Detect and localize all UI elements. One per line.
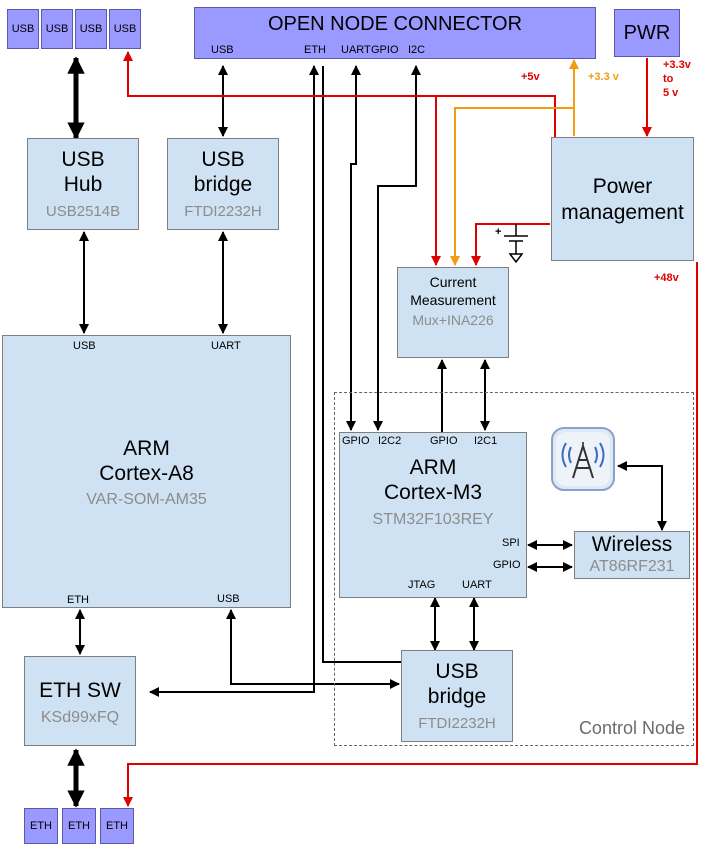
open-node-connector: OPEN NODE CONNECTOR USB ETH UART GPIO I2…: [194, 7, 596, 59]
pwr-connector: PWR: [614, 9, 680, 57]
usb-port-label: USB: [45, 23, 69, 35]
wireless-title: Wireless: [591, 533, 673, 556]
onc-pin-gpio: GPIO: [371, 44, 399, 56]
usb-hub-block: USB Hub USB2514B: [27, 138, 139, 230]
cortex-m3-part: STM32F103REY: [372, 511, 494, 528]
onc-gpio-m3-link: [346, 65, 361, 431]
eth-switch-block: ETH SW KSd99xFQ: [24, 656, 136, 746]
onc-uart-bridge-link: [322, 66, 402, 663]
onc-title: OPEN NODE CONNECTOR: [267, 13, 523, 35]
usb-bridge-bottom-part: FTDI2232H: [418, 715, 496, 732]
cortex-a8-title: ARM Cortex-A8: [99, 437, 194, 485]
battery-symbol: [504, 224, 528, 264]
cortex-m3-title: ARM Cortex-M3: [383, 456, 483, 504]
pwr-title: PWR: [623, 21, 671, 44]
eth-port-label: ETH: [30, 820, 52, 832]
m3-pin-gpio-left: GPIO: [342, 435, 370, 447]
a8-pin-eth: ETH: [67, 594, 89, 606]
eth-switch-title: ETH SW: [39, 679, 121, 702]
current-measurement-block: Current Measurement Mux+INA226: [397, 267, 509, 358]
usb-port-1: USB: [7, 9, 39, 49]
eth-port-label: ETH: [106, 820, 128, 832]
usb-port-label: USB: [79, 23, 103, 35]
power-management-title: Power management: [561, 175, 684, 224]
pwr-voltage-label: +3.3v to 5 v: [663, 59, 691, 99]
onc-pin-eth: ETH: [304, 44, 326, 56]
antenna-icon: [551, 427, 615, 491]
eth-switch-part: KSd99xFQ: [40, 709, 120, 726]
usb-bridge-bottom-block: USB bridge FTDI2232H: [401, 650, 513, 742]
m3-pin-jtag: JTAG: [408, 579, 436, 591]
voltage-48v-label: +48v: [654, 272, 679, 284]
power-48v-eth-link: [123, 262, 698, 807]
cortex-m3-block: GPIO I2C2 GPIO I2C1 ARM Cortex-M3 STM32F…: [339, 432, 527, 598]
cortex-a8-block: USB UART ARM Cortex-A8 VAR-SOM-AM35 ETH …: [2, 335, 291, 608]
usb-hub-part: USB2514B: [45, 203, 121, 220]
power-to-battery: [471, 223, 550, 266]
m3-pin-gpio-right: GPIO: [493, 559, 521, 571]
m3-pin-i2c2: I2C2: [378, 435, 402, 447]
onc-pin-i2c: I2C: [408, 44, 426, 56]
eth-port-2: ETH: [62, 808, 96, 844]
power-3v3-current-link: [450, 107, 574, 266]
antenna-wireless-link: [617, 461, 667, 531]
m3-pin-gpio: GPIO: [430, 435, 458, 447]
onc-i2c-m3-link: [373, 65, 421, 431]
onc-eth-ethsw-link: [149, 65, 319, 697]
onc-pin-uart: UART: [341, 44, 371, 56]
usb-bridge-top-part: FTDI2232H: [184, 203, 262, 220]
m3-pin-uart: UART: [462, 579, 492, 591]
a8-pin-usb: USB: [73, 340, 96, 352]
usb-port-2: USB: [41, 9, 73, 49]
eth-port-3: ETH: [100, 808, 134, 844]
m3-pin-spi: SPI: [502, 537, 520, 549]
wireless-part: AT86RF231: [589, 558, 675, 575]
voltage-5v-label: +5v: [521, 71, 540, 83]
usb-port-4: USB: [109, 9, 141, 49]
current-measurement-part: Mux+INA226: [412, 312, 494, 328]
usb-bridge-top-block: USB bridge FTDI2232H: [167, 138, 279, 230]
usb-port-3: USB: [75, 9, 107, 49]
m3-pin-i2c1: I2C1: [474, 435, 498, 447]
onc-pin-usb: USB: [211, 44, 234, 56]
eth-port-label: ETH: [68, 820, 90, 832]
battery-plus-label: +: [495, 226, 502, 238]
eth-port-1: ETH: [24, 808, 58, 844]
a8-pin-uart: UART: [211, 340, 241, 352]
usb-port-label: USB: [113, 23, 137, 35]
usb-bridge-top-title: USB bridge: [193, 148, 253, 196]
cortex-a8-part: VAR-SOM-AM35: [86, 491, 207, 508]
usb-bridge-bottom-title: USB bridge: [427, 660, 487, 708]
power-management-block: Power management: [551, 137, 694, 261]
voltage-3v3-label: +3.3 v: [588, 71, 619, 83]
usb-hub-title: USB Hub: [61, 148, 105, 196]
wireless-block: Wireless AT86RF231: [574, 531, 690, 579]
usb-port-label: USB: [11, 23, 35, 35]
a8-pin-usb-bottom: USB: [217, 593, 240, 605]
power-5v-rail: [123, 51, 556, 138]
control-node-label: Control Node: [578, 718, 685, 738]
current-measurement-title: Current Measurement: [410, 274, 496, 308]
control-node-boundary: Control Node: [334, 392, 694, 746]
